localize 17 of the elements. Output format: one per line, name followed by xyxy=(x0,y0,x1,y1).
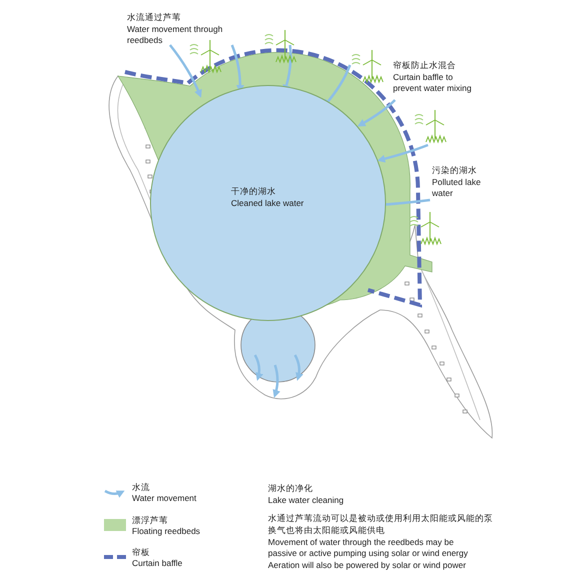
annotation-text: Polluted lake water xyxy=(432,177,482,199)
annotation-text: 帘板防止水混合 xyxy=(393,60,456,71)
annotation-text: 污染的湖水 xyxy=(432,165,477,176)
annotation-text: Curtain baffle to prevent water mixing xyxy=(393,72,472,94)
note-text: 换气也将由太阳能或风能供电 xyxy=(268,525,385,536)
lake-label-english: Cleaned lake water xyxy=(231,198,304,209)
heading-text: 湖水的净化 xyxy=(268,483,313,494)
heading-text: Lake water cleaning xyxy=(268,495,344,506)
lake-label: 干净的湖水 xyxy=(231,186,276,197)
annotation-text: 水流通过芦苇 xyxy=(127,12,181,23)
note-text: Movement of water through the reedbeds may be passive or active pumping using solar or wind energy xyxy=(268,537,469,559)
legend-text: 帘板 Curtain baffle xyxy=(132,547,182,569)
note-text: 水通过芦苇流动可以是被动或使用利用太阳能或风能的泵 xyxy=(268,513,493,524)
legend-text: 漂浮芦苇 Floating reedbeds xyxy=(132,515,200,537)
note-text: Aeration will also be powered by solar or wind power xyxy=(268,560,466,571)
legend-text: 水流 Water movement xyxy=(132,482,196,504)
annotation-text: Water movement through reedbeds xyxy=(127,24,224,46)
